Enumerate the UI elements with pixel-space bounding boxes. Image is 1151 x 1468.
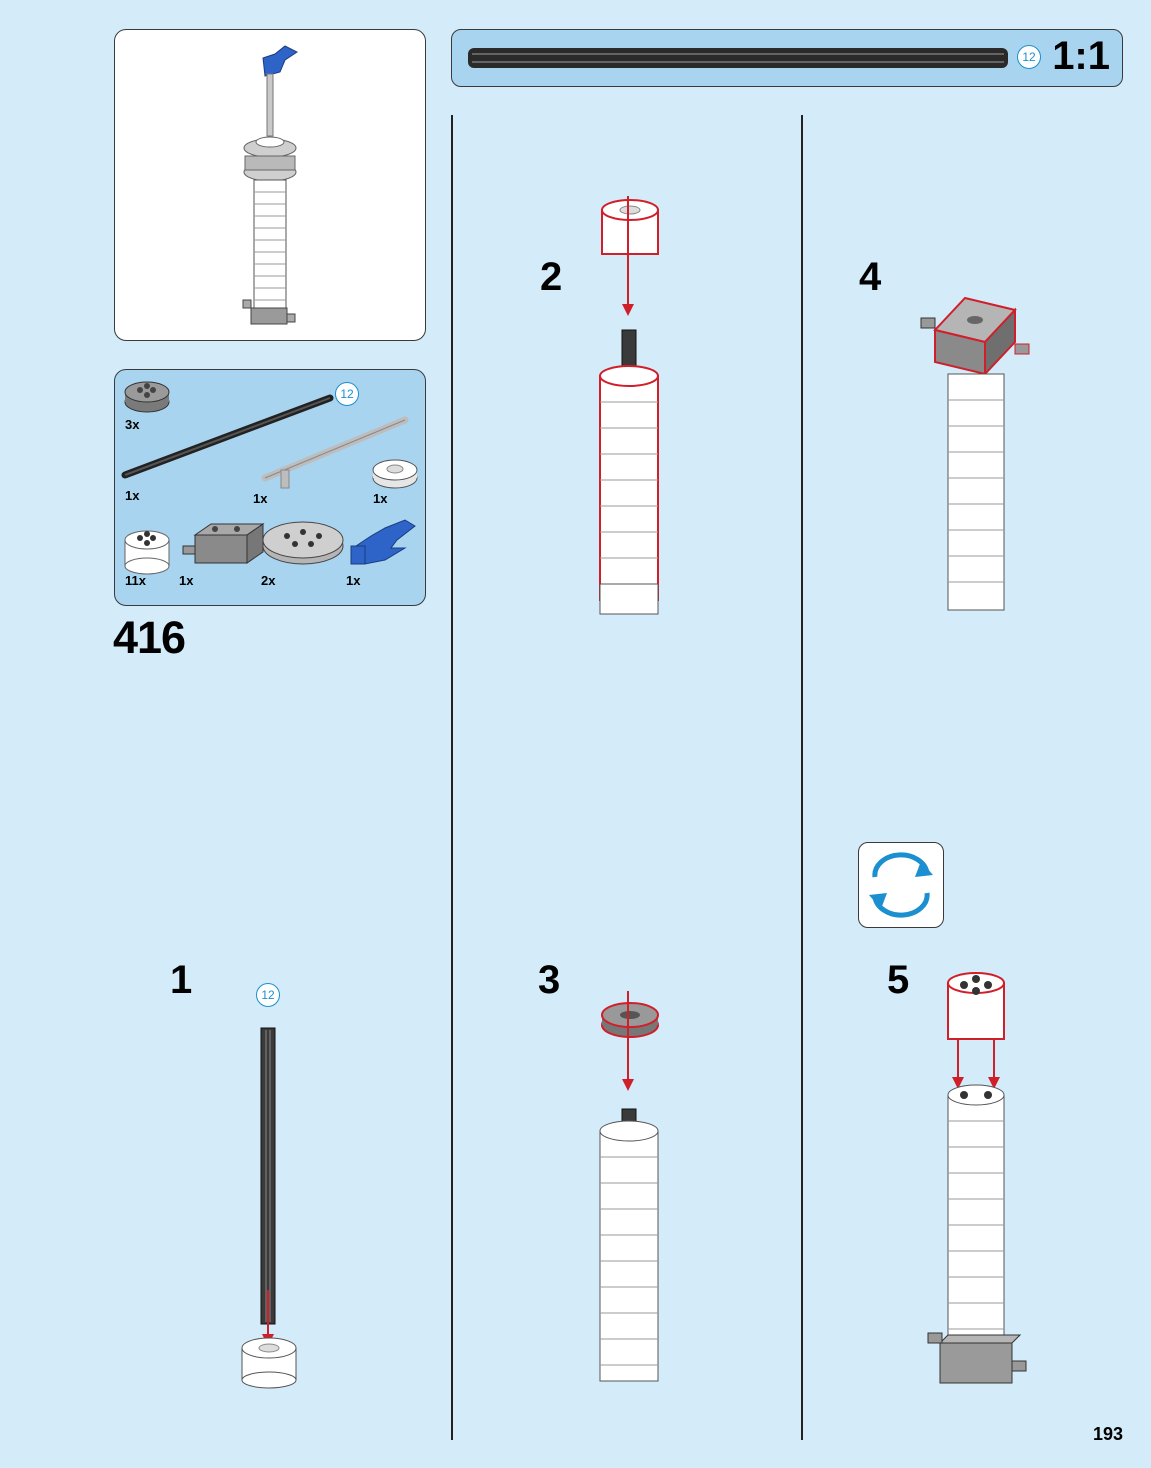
qty-axle: 1x <box>125 488 140 503</box>
step-3-illustration <box>599 991 659 1382</box>
part-round-plate-4x4 <box>262 521 344 565</box>
rotate-model-icon <box>869 852 933 918</box>
part-round-brick-white <box>124 530 170 575</box>
qty-round-plate: 3x <box>125 417 140 432</box>
scale-callout: 12 1:1 <box>451 29 1123 87</box>
qty-brick-axle: 1x <box>179 573 194 588</box>
down-arrow-icon <box>988 1077 1000 1089</box>
part-axle-12 <box>121 394 334 479</box>
scale-label: 1:1 <box>1052 34 1110 78</box>
rotate-model-button <box>858 842 944 928</box>
down-arrow-icon <box>952 1077 964 1089</box>
step-4-illustration <box>920 296 1030 611</box>
part-round-tile-white <box>372 459 418 489</box>
step-4-number: 4 <box>859 255 882 299</box>
part-round-plate-dark-gray <box>124 381 170 413</box>
step-2-illustration <box>599 196 659 615</box>
step-1-illustration <box>241 1027 297 1389</box>
qty-round-brick: 11x <box>125 573 146 588</box>
column-divider-left <box>451 115 453 1440</box>
down-arrow-icon <box>622 304 634 316</box>
part-flag-blue <box>350 519 416 565</box>
parts-list: 12 3x 1x 1x 1x 11x 1x 2x 1x <box>114 369 426 606</box>
part-brick-axle-holes <box>182 523 276 564</box>
axle-scale-illustration <box>468 48 1008 68</box>
length-callout: 12 <box>335 382 359 406</box>
tower-preview-illustration <box>242 45 298 325</box>
step-2-number: 2 <box>540 255 563 299</box>
down-arrow-icon <box>622 1079 634 1091</box>
step-1-length-callout: 12 <box>256 983 280 1007</box>
step-5-illustration <box>927 972 1027 1384</box>
column-divider-right <box>801 115 803 1440</box>
qty-round-plate-4x4: 2x <box>261 573 276 588</box>
scale-length-callout: 12 <box>1017 45 1041 69</box>
qty-round-tile: 1x <box>373 491 388 506</box>
qty-bar: 1x <box>253 491 268 506</box>
parts-illustrations <box>121 381 418 575</box>
qty-flag: 1x <box>346 573 361 588</box>
page-number: 193 <box>1092 1424 1123 1444</box>
step-3-number: 3 <box>538 958 561 1002</box>
main-step-number: 416 <box>113 612 186 663</box>
step-1-number: 1 <box>170 958 193 1002</box>
completed-model-preview <box>114 29 426 341</box>
step-5-number: 5 <box>887 958 910 1002</box>
part-bar <box>261 416 409 489</box>
